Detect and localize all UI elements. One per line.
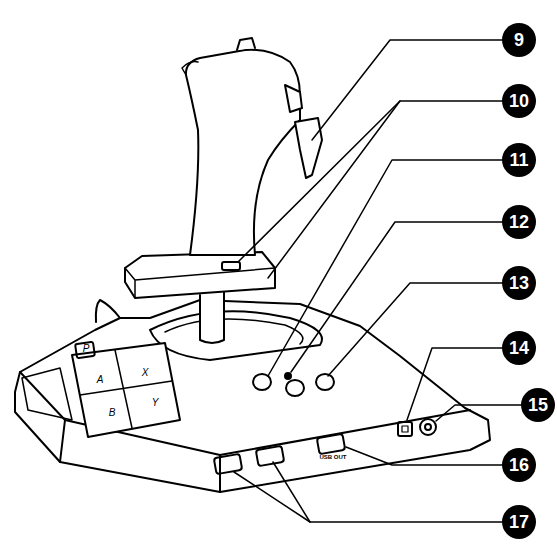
button-letter: X bbox=[142, 368, 149, 378]
button-letter: Y bbox=[152, 398, 159, 408]
callout-number: 11 bbox=[509, 151, 528, 169]
button-letter: P bbox=[83, 344, 90, 354]
callout-number: 15 bbox=[528, 396, 548, 414]
button-letter: A bbox=[97, 375, 104, 385]
callout-number: 12 bbox=[509, 213, 529, 231]
callout-number: 17 bbox=[509, 513, 529, 531]
callout-number: 14 bbox=[509, 339, 529, 357]
callout-number: 10 bbox=[509, 92, 529, 110]
callout-number: 9 bbox=[514, 31, 524, 49]
port-label: USB OUT bbox=[320, 454, 347, 460]
callout-number: 16 bbox=[509, 456, 529, 474]
button-letter: B bbox=[109, 408, 116, 418]
callout-number: 13 bbox=[509, 274, 529, 292]
